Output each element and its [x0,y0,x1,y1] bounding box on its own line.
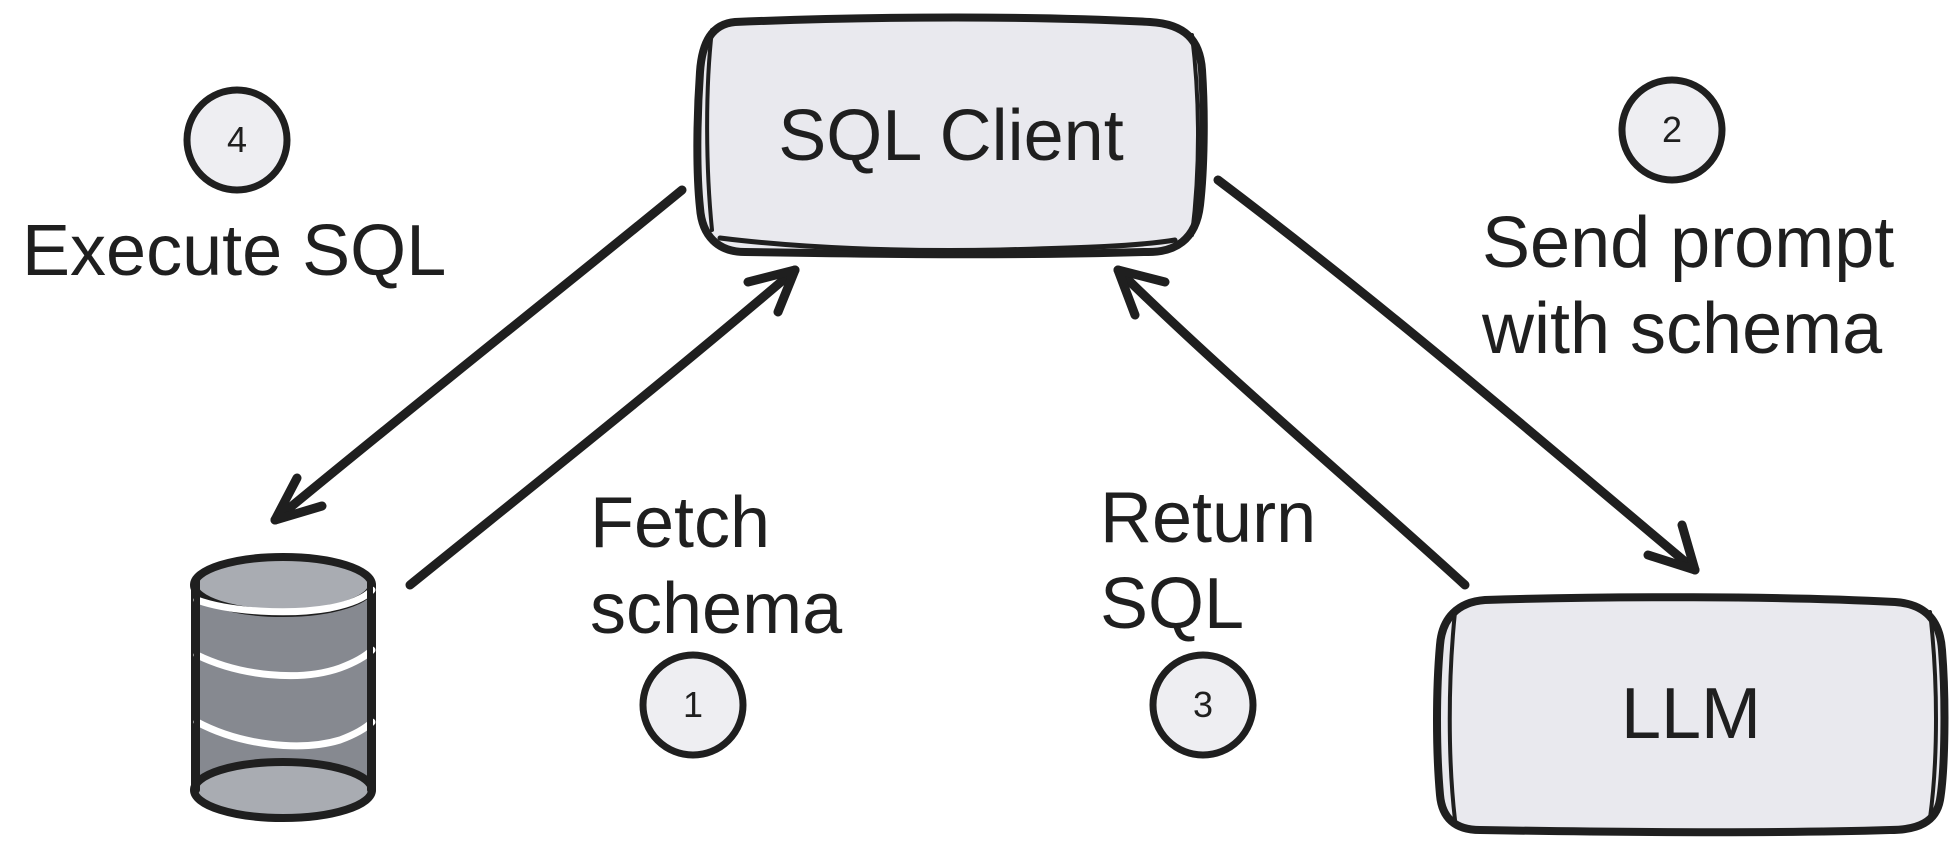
arrow-fetch-schema [405,265,800,590]
arrow-send-prompt [1213,175,1700,575]
llm-label: LLM [1620,674,1762,754]
step-label-execute-sql: Execute SQL [22,208,446,294]
step-1-line-1: Fetch [590,483,771,563]
step-label-return-sql: Return SQL [1100,475,1316,647]
step-label-fetch-schema: Fetch schema [590,480,842,652]
step-3-line-2: SQL [1100,564,1245,644]
llm-box [1433,593,1949,837]
step-3-line-1: Return [1100,478,1317,558]
arrow-return-sql [1113,265,1470,590]
step-2-line-2: with schema [1482,289,1883,369]
step-number-1: 1 [682,684,704,725]
step-number-2: 2 [1661,109,1683,150]
step-2-line-1: Send prompt [1482,203,1895,283]
step-number-4: 4 [226,119,248,160]
step-number-3: 3 [1192,684,1214,725]
step-badge-2 [1618,76,1726,184]
step-label-send-prompt: Send prompt with schema [1482,200,1894,372]
step-badge-1 [639,651,747,759]
step-badge-3 [1149,651,1257,759]
sql-client-label: SQL Client [778,96,1124,176]
step-badge-4 [183,86,291,194]
database-cylinder-icon [190,553,376,822]
arrow-execute-sql [270,185,687,525]
step-1-line-2: schema [590,569,843,649]
step-4-line-1: Execute SQL [22,211,447,291]
sql-client-box [693,13,1208,259]
